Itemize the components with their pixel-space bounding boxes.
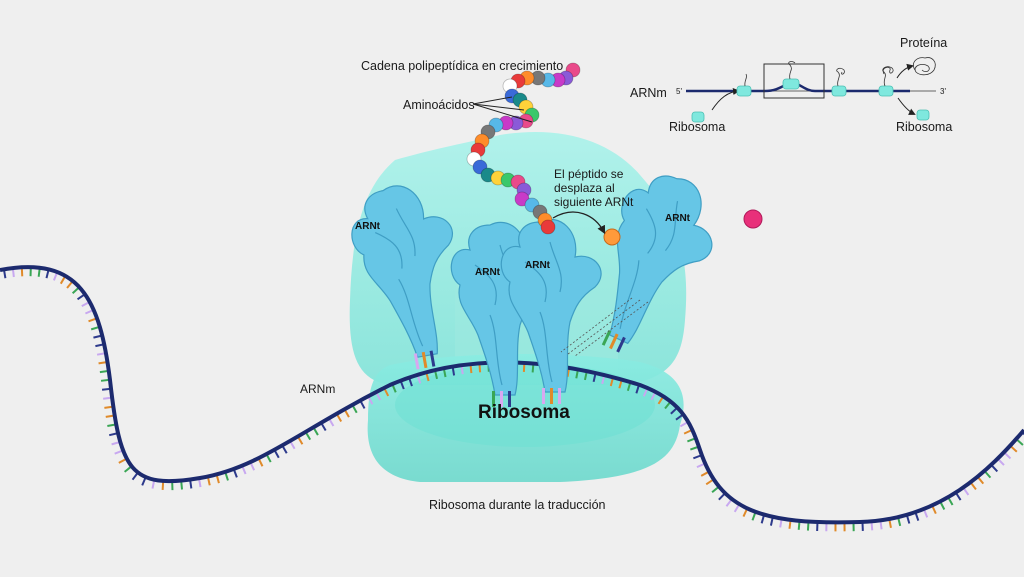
peptide-shift-line2: desplaza al [554,181,615,195]
peptide-shift-line3: siguiente ARNt [554,195,634,209]
inset-free-ribosome-left [691,111,705,123]
trna-middle-right [500,218,602,404]
inset-ribosome-left-label: Ribosoma [669,120,725,134]
anticodon-base [492,391,495,407]
inset-peptides [744,57,936,87]
inset-ribosome-4 [878,85,894,97]
amino-acids-label: Aminoácidos [403,98,475,112]
inset-mrna-label: ARNm [630,86,667,100]
trna-label-left: ARNt [355,221,381,232]
inset-diagram: ARNm 5' 3' Ribosoma Ribosoma Proteína [630,36,952,134]
inset-free-ribosome-right [916,109,930,121]
anticodon-base [413,353,420,370]
anticodon-base [550,388,553,404]
peptide-transfer-arrow [552,211,606,235]
target-amino-acid [603,228,621,246]
anticodon-base [542,388,545,404]
trna-label-right: ARNt [665,213,691,224]
trna-label-middle-right: ARNt [525,260,551,271]
caption: Ribosoma durante la traducción [429,498,606,512]
ribosome-label: Ribosoma [478,402,570,423]
anticodon-base [508,391,511,407]
inset-ribosome-right-label: Ribosoma [896,120,952,134]
mrna-label: ARNm [300,382,335,396]
inset-arrow-out [897,97,916,115]
trna-left [343,176,474,370]
mrna-backbone [0,265,1024,525]
peptide-shift-line1: El péptido se [554,167,624,181]
incoming-amino-acid [743,209,763,229]
trna-label-middle-left: ARNt [475,267,501,278]
anticodon-base [558,388,561,404]
anticodon-base [601,330,612,346]
inset-ribosome-2 [782,78,800,90]
inset-protein-arrow [896,63,914,79]
inset-ribosome-3 [831,85,847,97]
chain-label: Cadena polipeptídica en crecimiento [361,59,563,73]
polypeptide-chain [466,62,581,235]
amino-acid-pointers [472,96,533,123]
anticodon-base [421,351,428,369]
anticodon-base [500,391,503,407]
anticodon-base [616,336,626,353]
inset-zoom-box [763,63,825,99]
ribosome-highlight [395,363,655,447]
anticodon-base [609,333,619,350]
mrna-strand [0,265,1024,532]
trna-middle-left [450,221,552,407]
amino-acid-bead [540,219,556,235]
inset-three-prime: 3' [940,87,946,96]
inset-five-prime: 5' [676,87,682,96]
anticodon-base [429,350,436,367]
inset-arrow-in [711,88,740,111]
inset-ribosome-1 [736,85,752,97]
incoming-trna-guides [560,297,649,357]
inset-protein-label: Proteína [900,36,947,50]
trna-right [569,159,734,360]
